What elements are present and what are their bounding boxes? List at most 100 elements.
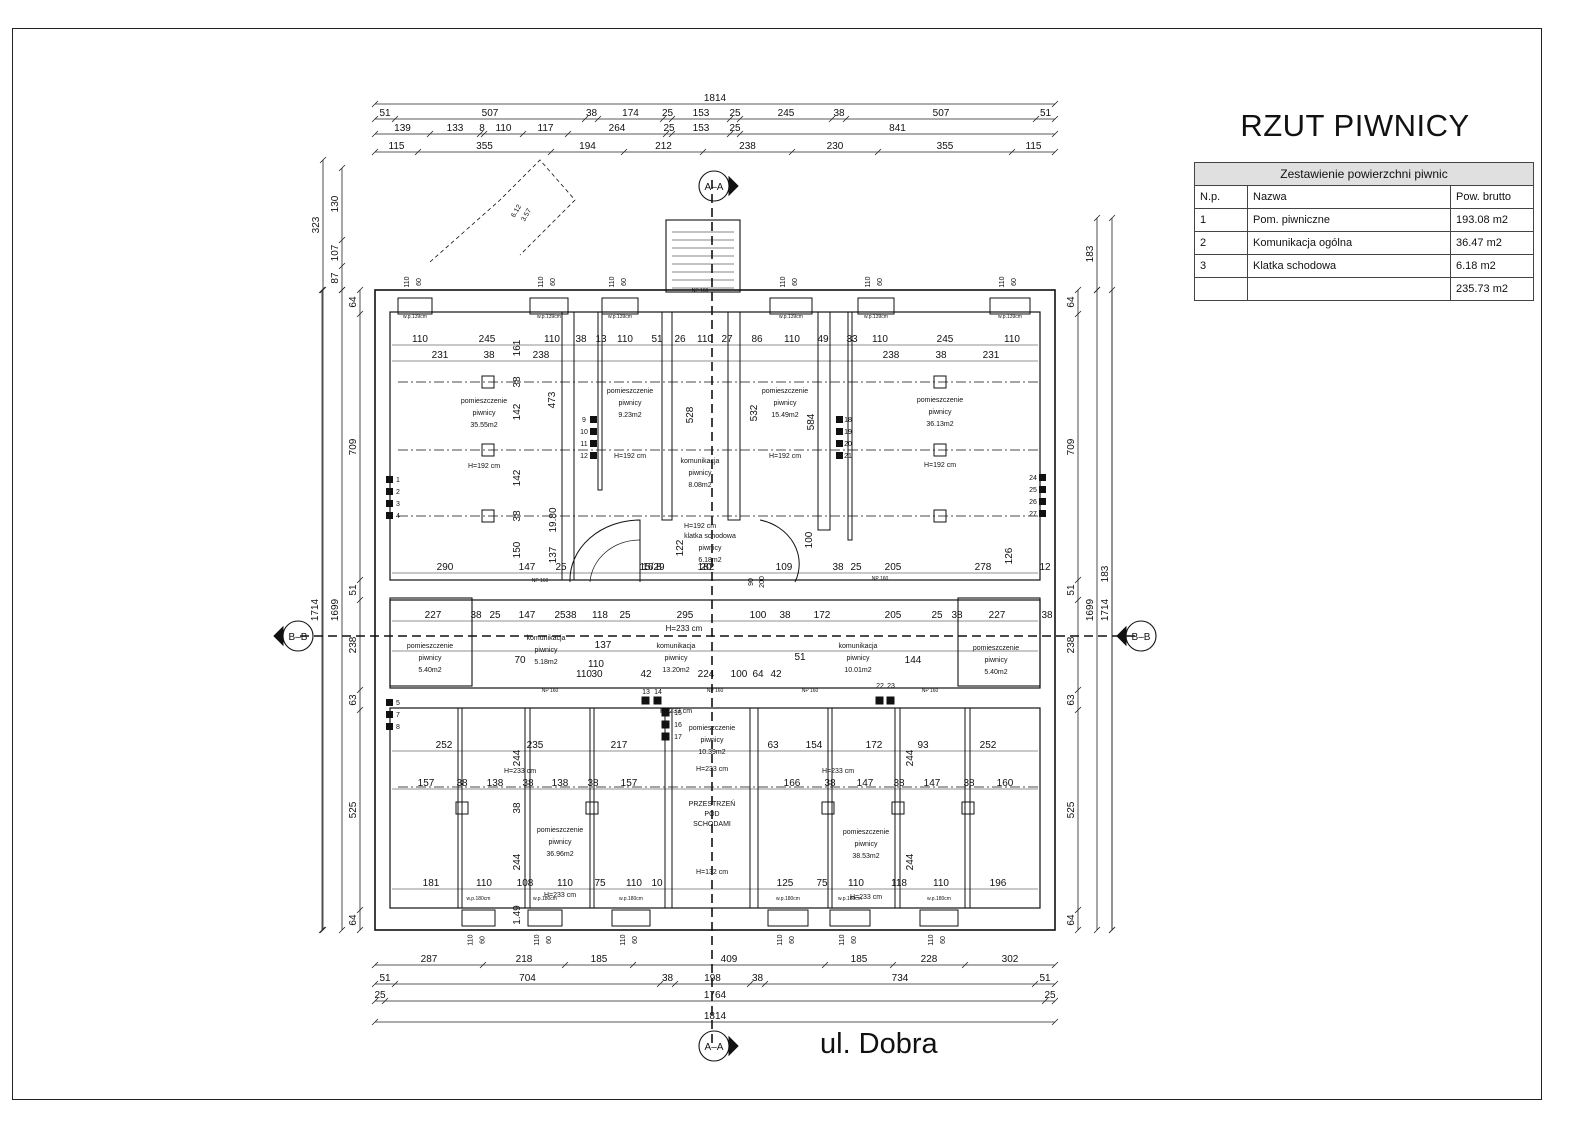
dim-left-side-label: 63 (348, 694, 359, 706)
room-name: pomieszczenie (461, 398, 507, 405)
vent-marker (661, 708, 670, 717)
dim-row-d: 227 (989, 610, 1006, 621)
dim-tick (662, 130, 670, 138)
outer-wall (374, 289, 1056, 931)
window-niche (767, 909, 809, 927)
vent-number: 19 (844, 429, 852, 436)
room-name: komunikacja (657, 643, 696, 650)
partition-wall (664, 707, 673, 909)
dim-vertical-label: 19.80 (548, 507, 559, 532)
lintel-label: NP 160 (922, 688, 939, 694)
dim-row-e-label: 64 (752, 669, 764, 680)
dim-left-stack-label: 107 (330, 244, 341, 261)
room-height: H=192 cm (614, 453, 646, 460)
vent-marker (386, 476, 393, 483)
dim-tick (746, 980, 754, 988)
room-height: H=233 cm (850, 894, 882, 901)
room-name: pomieszczenie (689, 725, 735, 732)
dim-right-183-label: 183 (1100, 565, 1111, 582)
room-height: H=192 cm (769, 453, 801, 460)
dim-row-c: 16.8 (642, 562, 662, 573)
dim-tick (476, 130, 484, 138)
dim-tick (761, 980, 769, 988)
dim-tick (736, 115, 744, 123)
dim-tick (480, 130, 488, 138)
window-label: w.p.180cm (533, 896, 557, 902)
room-name: pomieszczenie (407, 643, 453, 650)
room-sub: piwnicy (473, 410, 496, 417)
dim-tick (318, 286, 326, 294)
dim-tick (371, 961, 379, 969)
vent-number: 22 (876, 683, 884, 690)
dim-row-d: 172 (814, 610, 831, 621)
dim-tick (736, 130, 744, 138)
cell-area: 193.08 m2 (1450, 208, 1534, 232)
dim-row-g: 166 (784, 778, 801, 789)
vent-number: 16 (674, 722, 682, 729)
dim-tick (371, 115, 379, 123)
dim-row-c: 20 (700, 562, 712, 573)
dim-top-row2-label: 25 (663, 123, 675, 134)
vent-number: 26 (1029, 499, 1037, 506)
dim-row-c: 25 (555, 562, 567, 573)
dim-row-e-label: 42 (640, 669, 652, 680)
dim-row-b: 231 (432, 350, 449, 361)
dim-tick (668, 130, 676, 138)
dim-tick (371, 980, 379, 988)
room-sub: piwnicy (701, 737, 724, 744)
dim-tick (356, 706, 364, 714)
vent-number: 23 (887, 683, 895, 690)
room-height: H=233 cm (696, 766, 728, 773)
room-area: 13.20m2 (662, 667, 689, 674)
dim-top-row2-label: 841 (889, 123, 906, 134)
room-name: komunikacja (839, 643, 878, 650)
window-height-label: 110 (468, 934, 475, 945)
dim-top-row2-label: 25 (729, 123, 741, 134)
inner-wall-bottom (389, 707, 1041, 909)
section-marker-bb-right-label: B–B (1132, 632, 1151, 643)
window-height-label: 60 (550, 278, 557, 286)
dim-top-row1-label: 25 (662, 108, 674, 119)
column (933, 375, 947, 389)
window-height-label: 110 (777, 934, 784, 945)
dim-top-row3-label: 115 (1026, 141, 1042, 152)
cell-total: 235.73 m2 (1450, 277, 1534, 301)
dim-row-d: 38 (565, 610, 577, 621)
dim-tick (1051, 980, 1059, 988)
column (821, 801, 835, 815)
dim-row-g: 157 (621, 778, 638, 789)
dim-tick (426, 130, 434, 138)
dim-top-row2-label: 264 (609, 123, 626, 134)
dim-top-row1-label: 51 (1040, 108, 1052, 119)
room-height: H=192 cm (684, 523, 716, 530)
dim-tick (356, 576, 364, 584)
dim-tick (356, 596, 364, 604)
vent-number: 15 (674, 710, 682, 717)
external-stair-outline (429, 159, 576, 263)
room-area: 5.40m2 (418, 667, 441, 674)
dim-top-row3-label: 230 (827, 141, 844, 152)
dim-tick (356, 926, 364, 934)
dim-row-h: 196 (990, 878, 1007, 889)
dim-row-b: 38 (935, 350, 947, 361)
vent-marker (836, 452, 843, 459)
dim-tick (356, 906, 364, 914)
room-name: komunikacja (527, 635, 566, 642)
dim-row-c: 12 (1039, 562, 1051, 573)
col-name: Nazwa (1247, 185, 1451, 209)
dim-row-h: 10 (651, 878, 663, 889)
room-name: pomieszczenie (843, 829, 889, 836)
vent-marker (386, 488, 393, 495)
stair-small-label: 90 (748, 578, 755, 586)
dim-top-row1-label: 245 (778, 108, 795, 119)
dim-row-e-label: 110 (576, 669, 592, 680)
dim-row-c: 147 (519, 562, 536, 573)
dim-top-row2-label: 8 (479, 123, 485, 134)
dim-left-side-label: 525 (348, 801, 359, 818)
vent-marker (653, 696, 662, 705)
dim-left-side-label: 64 (348, 914, 359, 926)
dim-bottom-row3-label: 25 (374, 990, 386, 1001)
window-label: w.p.139cm (998, 314, 1022, 320)
room-area: 6.18m2 (698, 557, 721, 564)
